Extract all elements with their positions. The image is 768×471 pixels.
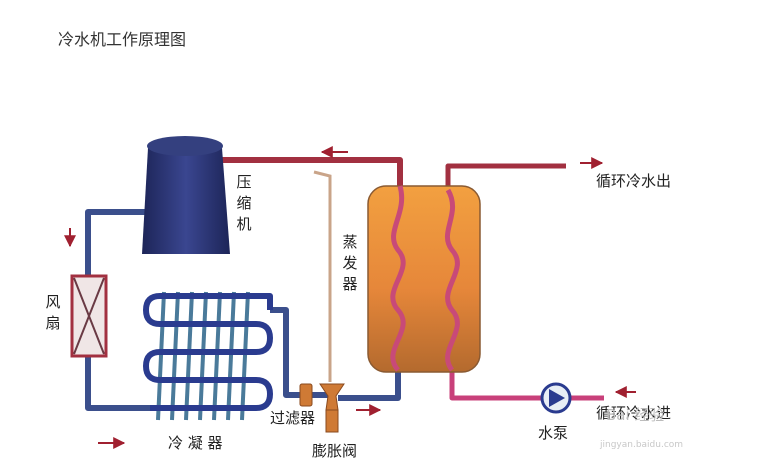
fan-label: 风扇 <box>45 293 61 332</box>
expansion-valve-label: 膨胀阀 <box>312 442 358 460</box>
water-pump-label: 水泵 <box>538 424 569 442</box>
expansion-valve <box>319 383 345 433</box>
hot-refrigerant-pipe <box>222 157 403 186</box>
evaporator-label: 蒸发器 <box>342 233 358 293</box>
liquid-pipe <box>270 307 328 398</box>
compressor <box>142 136 230 254</box>
condenser-fins <box>156 291 250 421</box>
watermark-logo: Bai 经验 <box>606 406 665 424</box>
diagram-title: 冷水机工作原理图 <box>58 30 187 49</box>
water-outlet-pipe <box>445 163 566 190</box>
water-pump <box>540 382 572 414</box>
chilled-water-out-label: 循环冷水出 <box>596 172 672 190</box>
filter <box>299 383 313 407</box>
compressor-label: 压缩机 <box>236 173 252 233</box>
watermark-url: jingyan.baidu.com <box>600 440 684 450</box>
condenser-label: 冷 凝 器 <box>168 434 223 452</box>
capillary-tube <box>313 170 332 382</box>
chilled-water-in-label: 循环冷水进 <box>596 404 672 422</box>
condenser-coil <box>143 293 273 411</box>
fan <box>70 274 108 358</box>
evaporator-tank <box>367 185 481 373</box>
filter-label: 过滤器 <box>270 409 316 427</box>
evaporator-inlet-pipe <box>338 370 401 401</box>
water-inlet-pipe <box>449 370 604 401</box>
